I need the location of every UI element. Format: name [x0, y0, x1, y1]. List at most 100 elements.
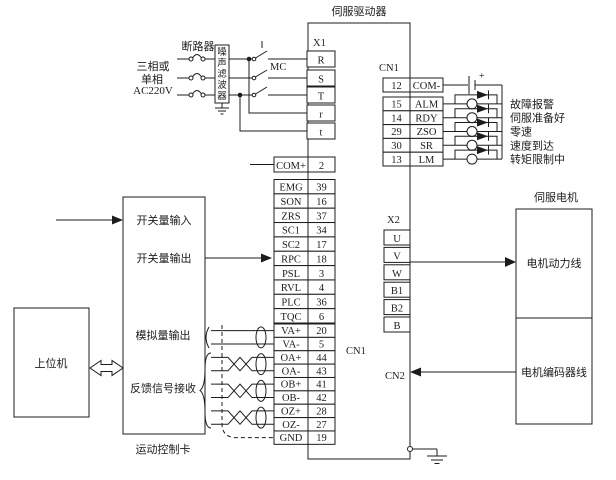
feedback-wire: [211, 356, 274, 372]
cn1-pin-number: 41: [316, 380, 327, 391]
cn1r-terminal-name: COM-: [413, 81, 441, 92]
cn1r-terminal-name: RDY: [415, 113, 438, 124]
cn1-pin-number: 20: [316, 326, 327, 337]
cn1-pin-number: 43: [316, 366, 327, 377]
cn1-pin-number: 18: [316, 254, 327, 265]
cn1-pin-number: 37: [316, 211, 327, 222]
card-section-digital-in: 开关量输入: [137, 213, 192, 227]
encoder-arrow: [410, 367, 516, 377]
cn1-terminal-name: VA-: [282, 340, 300, 351]
x2-terminal-V: [383, 246, 411, 263]
cn1-terminal-name: OZ+: [281, 406, 301, 417]
breaker-contact: [188, 75, 194, 81]
cn1-terminal-name: VA+: [281, 326, 301, 337]
diode-icon: [477, 146, 488, 155]
battery-icon: +: [443, 71, 503, 159]
x1-terminal-label: T: [318, 92, 325, 103]
x2-terminal-label: B: [393, 321, 400, 332]
card-section-analog-out: 模拟量输出: [136, 328, 191, 342]
cn1-terminal-name: RPC: [281, 254, 301, 265]
motion-card-box: [122, 196, 206, 435]
cn1-terminal-name: RVL: [281, 283, 301, 294]
contactor-label: MC: [270, 62, 286, 73]
cn1-terminal-name: PLC: [281, 297, 300, 308]
cn1-terminal-name: SON: [280, 197, 301, 208]
cn2-label: CN2: [385, 371, 405, 382]
cn1r-pin-number: 13: [391, 155, 402, 166]
relay-output-annotation: 转矩限制中: [510, 152, 565, 166]
diode-branch: [454, 108, 498, 118]
breaker-icon: [192, 54, 202, 59]
cn1-terminal-name: PSL: [282, 269, 300, 280]
breaker-contact: [188, 56, 194, 62]
x2-label: X2: [387, 215, 400, 226]
x1-terminal-label: t: [320, 128, 323, 139]
relay-coil-icon: [466, 112, 478, 124]
contactor-switch-icon: [255, 50, 268, 59]
contactor-contact: [251, 75, 257, 81]
x2-terminal-label: V: [393, 251, 401, 262]
diode-icon: [477, 90, 488, 99]
cn1-pin-number: 27: [316, 420, 327, 431]
cn1-pin-number: 4: [319, 283, 325, 294]
cn1r-pin-number: 29: [391, 127, 402, 138]
relay-output-annotation: 零速: [510, 126, 532, 139]
cn1-pin-number: 3: [319, 269, 324, 280]
cn1-terminal-name: OA+: [280, 353, 301, 364]
relay-output-annotation: 速度到达: [510, 138, 554, 152]
motor-encoder-label: 电机编码器线: [521, 365, 587, 379]
cn1-terminal-name: GND: [280, 433, 303, 444]
contactor-switch-icon: [255, 86, 268, 95]
cn1-terminal-name: OZ-: [282, 420, 300, 431]
contactor-contact: [251, 92, 257, 98]
breaker-icon: [192, 73, 202, 78]
breaker-contact: [200, 56, 206, 62]
servo-motor-box: [515, 208, 593, 425]
relay-coil-icon: [466, 126, 478, 137]
x1-terminal-S: [306, 69, 336, 87]
card-section-digital-out: 开关量输出: [137, 251, 192, 265]
motor-power-label: 电机动力线: [527, 256, 582, 270]
cn1-terminal-name: OA-: [282, 366, 301, 377]
cn1-terminal-name: OB+: [281, 380, 302, 391]
x1-terminal-label: R: [317, 56, 324, 67]
breaker-label: 断路器: [182, 39, 215, 53]
x2-terminal-label: B2: [391, 304, 403, 315]
twisted-pair-loop: [255, 406, 267, 429]
x1-terminal-label: S: [318, 75, 324, 86]
x2-terminal-label: U: [393, 234, 401, 245]
diode-icon: [477, 104, 488, 113]
feedback-wire: [211, 410, 274, 425]
cn1r-terminal-name: ALM: [415, 100, 439, 111]
cn1r-terminal-name: ZSO: [417, 127, 437, 138]
cn1-pin-number: 44: [316, 353, 327, 364]
feedback-wire: [211, 383, 274, 399]
x1-terminal-label: r: [319, 110, 323, 121]
x2-terminal-W: [383, 264, 411, 281]
x2-terminal-U: [383, 229, 411, 246]
servo-drive-title: 伺服驱动器: [332, 5, 387, 18]
source-line-1: 三相或: [137, 60, 170, 73]
twisted-pair-wiring: [199, 325, 274, 439]
relay-coil-icon: [466, 98, 478, 110]
cn1-pin-cell-2: [307, 156, 336, 173]
cn1r-pin-number: 30: [391, 141, 402, 152]
breaker-contact: [200, 92, 206, 98]
x1-label: X1: [313, 38, 326, 49]
diode-icon: [477, 118, 488, 127]
battery-polarity: +: [479, 71, 485, 82]
feedback-wire: [211, 356, 274, 372]
cn1-terminal-name: TQC: [281, 312, 302, 323]
feedback-brace: [199, 352, 212, 429]
feedback-wire: [211, 410, 274, 426]
x1-terminal-t: [306, 122, 336, 140]
contactor-switch-icon: [255, 69, 268, 78]
cn1r-terminal-name: SR: [420, 141, 433, 152]
cn1-pin-number: 17: [316, 240, 327, 251]
breaker-contact: [188, 92, 194, 98]
feedback-wire: [211, 383, 274, 399]
